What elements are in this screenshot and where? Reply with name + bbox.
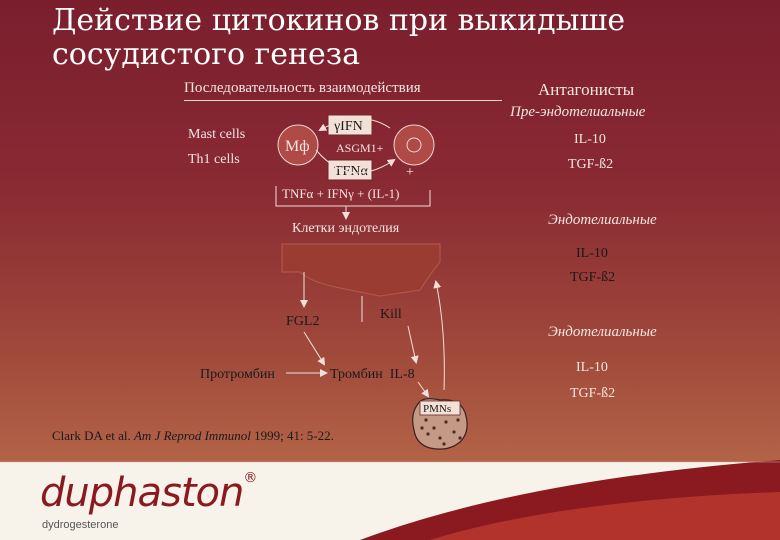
footer-swoosh bbox=[0, 460, 780, 540]
antagonist-group-label: Эндотелиальные bbox=[548, 212, 657, 228]
antagonist-group-label: Эндотелиальные bbox=[548, 324, 657, 340]
asgm1-cell bbox=[393, 124, 435, 166]
kill-to-il8-arrow bbox=[407, 325, 419, 364]
pmns-label: PMNs bbox=[423, 403, 451, 415]
antagonists-header: Антагонисты bbox=[538, 80, 635, 99]
ifn-arrow bbox=[318, 118, 391, 131]
antagonist-group-label: Пре-эндотелиальные bbox=[510, 104, 646, 120]
macrophage-label: Mф bbox=[285, 138, 310, 155]
slide-title: Действие цитокинов при выкидыше сосудист… bbox=[52, 3, 626, 72]
gamma-ifn-label: γIFN bbox=[333, 119, 363, 134]
citation-authors: Clark DA et al. bbox=[52, 428, 134, 443]
plus-sign: + bbox=[406, 165, 414, 180]
sequence-header: Последовательность взаимодействия bbox=[184, 80, 421, 96]
citation: Clark DA et al. Am J Reprod Immunol 1999… bbox=[52, 428, 334, 443]
antagonist-item: IL-10 bbox=[576, 360, 608, 375]
antagonist-item: TGF-ß2 bbox=[570, 386, 616, 401]
swoosh-light bbox=[430, 492, 780, 540]
asgm1-nucleus bbox=[406, 137, 422, 153]
macrophage-cell bbox=[277, 124, 319, 166]
thrombin-il8-label: Тромбин IL-8 bbox=[330, 367, 415, 382]
pmns-label-box bbox=[419, 400, 461, 416]
antagonist-item: IL-10 bbox=[574, 132, 606, 147]
sequence-header-underline bbox=[184, 100, 502, 101]
cytokine-line: TNFα + IFNγ + (IL-1) bbox=[282, 186, 399, 201]
gamma-ifn-box bbox=[327, 114, 373, 136]
th1-cells-label: Th1 cells bbox=[188, 152, 240, 167]
endothelial-cells-label: Клетки эндотелия bbox=[292, 221, 400, 236]
tfn-alpha-label: TFNα bbox=[334, 164, 368, 179]
logo-brand: duphaston bbox=[40, 470, 244, 516]
il8-to-pmns-arrow bbox=[417, 381, 430, 398]
cytokine-bracket bbox=[275, 186, 431, 207]
pmn-return-arrow bbox=[433, 280, 445, 391]
kill-label: Kill bbox=[380, 307, 402, 322]
citation-details: 1999; 41: 5-22. bbox=[251, 428, 334, 443]
antagonist-item: TGF-ß2 bbox=[570, 270, 616, 285]
logo-subtitle: dydrogesterone bbox=[42, 519, 119, 531]
asgm1-label: ASGM1+ bbox=[336, 141, 384, 155]
fgl2-label: FGL2 bbox=[286, 314, 319, 329]
endothelial-cell bbox=[281, 243, 441, 297]
antagonist-item: IL-10 bbox=[576, 246, 608, 261]
tfn-alpha-box bbox=[327, 159, 373, 181]
mast-cells-label: Mast cells bbox=[188, 127, 245, 142]
antagonist-item: TGF-ß2 bbox=[568, 157, 614, 172]
logo-registered-mark: ® bbox=[243, 470, 257, 486]
prothrombin-label: Протромбин bbox=[200, 367, 275, 382]
fgl2-to-thrombin-arrow bbox=[303, 331, 326, 366]
duphaston-logo: duphaston® bbox=[40, 470, 257, 516]
tfn-arrow bbox=[315, 149, 396, 174]
citation-journal: Am J Reprod Immunol bbox=[133, 428, 251, 443]
